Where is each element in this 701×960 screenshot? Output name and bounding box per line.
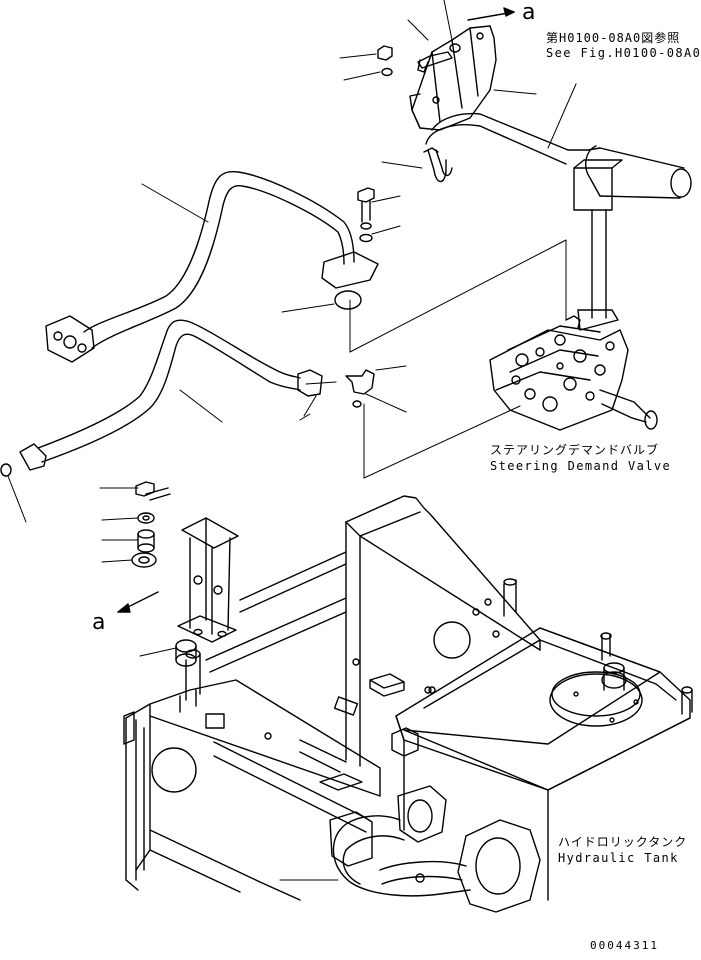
rubber-mount — [132, 553, 156, 567]
bolt-lower — [136, 482, 170, 500]
reference-label-jp: 第H0100-08A0図参照 — [546, 31, 681, 45]
hose-clip — [424, 148, 452, 182]
hydraulic-tank-label-jp: ハイドロリックタンク — [558, 835, 688, 849]
bolt-top — [418, 52, 452, 72]
reference-label-en: See Fig.H0100-08A0 — [546, 46, 701, 60]
steering-valve-label-en: Steering Demand Valve — [490, 459, 672, 473]
marker-a-left: a — [92, 610, 106, 635]
upper-pipe — [84, 172, 378, 348]
return-pipe — [426, 114, 691, 330]
nut-top — [378, 46, 392, 76]
lower-pipe — [1, 320, 322, 476]
washer-lower — [138, 513, 154, 523]
arrow-a-top — [468, 8, 514, 20]
upper-bracket — [410, 26, 496, 130]
support-bracket — [178, 518, 238, 642]
arrow-a-left — [118, 592, 158, 612]
hydraulic-tank-label-en: Hydraulic Tank — [558, 851, 679, 865]
chassis-frame — [124, 496, 611, 900]
hydraulic-tank — [330, 628, 692, 912]
upper-pipe-flange — [46, 316, 94, 362]
bolt-mid — [358, 188, 374, 242]
steering-demand-valve — [490, 316, 657, 430]
elbow-fitting — [346, 370, 374, 407]
steering-valve-label-jp: ステアリングデマンドバルブ — [490, 443, 660, 457]
marker-a-top: a — [522, 0, 536, 25]
washer-top — [450, 44, 460, 52]
figure-number: 00044311 — [590, 939, 659, 952]
leader-lines — [8, 0, 576, 900]
spacer-lower — [138, 530, 154, 552]
